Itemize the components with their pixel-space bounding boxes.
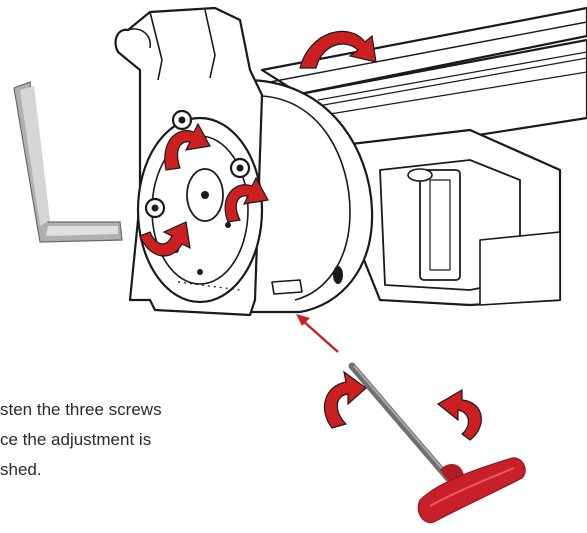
end-cap-housing [243, 78, 374, 314]
curved-rotate-arrow-icon-top [299, 30, 377, 69]
allen-key-image [13, 81, 123, 243]
curved-rotate-arrow-icon-screw-top [164, 122, 211, 171]
instruction-caption: sten the three screws ce the adjustment … [0, 395, 260, 485]
curved-rotate-arrow-icon-tool-left [323, 370, 367, 429]
caption-line-2: ce the adjustment is [0, 430, 152, 449]
curved-rotate-arrow-icon-tool-right [436, 388, 482, 441]
caption-line-1: sten the three screws [0, 400, 162, 419]
straight-red-arrow-icon [296, 314, 339, 353]
t-handle-hex-key [348, 362, 526, 524]
awning-arm-assembly [114, 6, 587, 317]
caption-line-3: shed. [0, 460, 42, 479]
curved-rotate-arrow-icon-screw-right [224, 176, 269, 223]
curved-rotate-arrow-icon-screw-left [139, 221, 191, 257]
rotation-arrows [139, 30, 482, 441]
disc-screw-top [171, 109, 193, 131]
disc-screw-right [229, 157, 251, 179]
disc-screw-left [144, 197, 166, 219]
